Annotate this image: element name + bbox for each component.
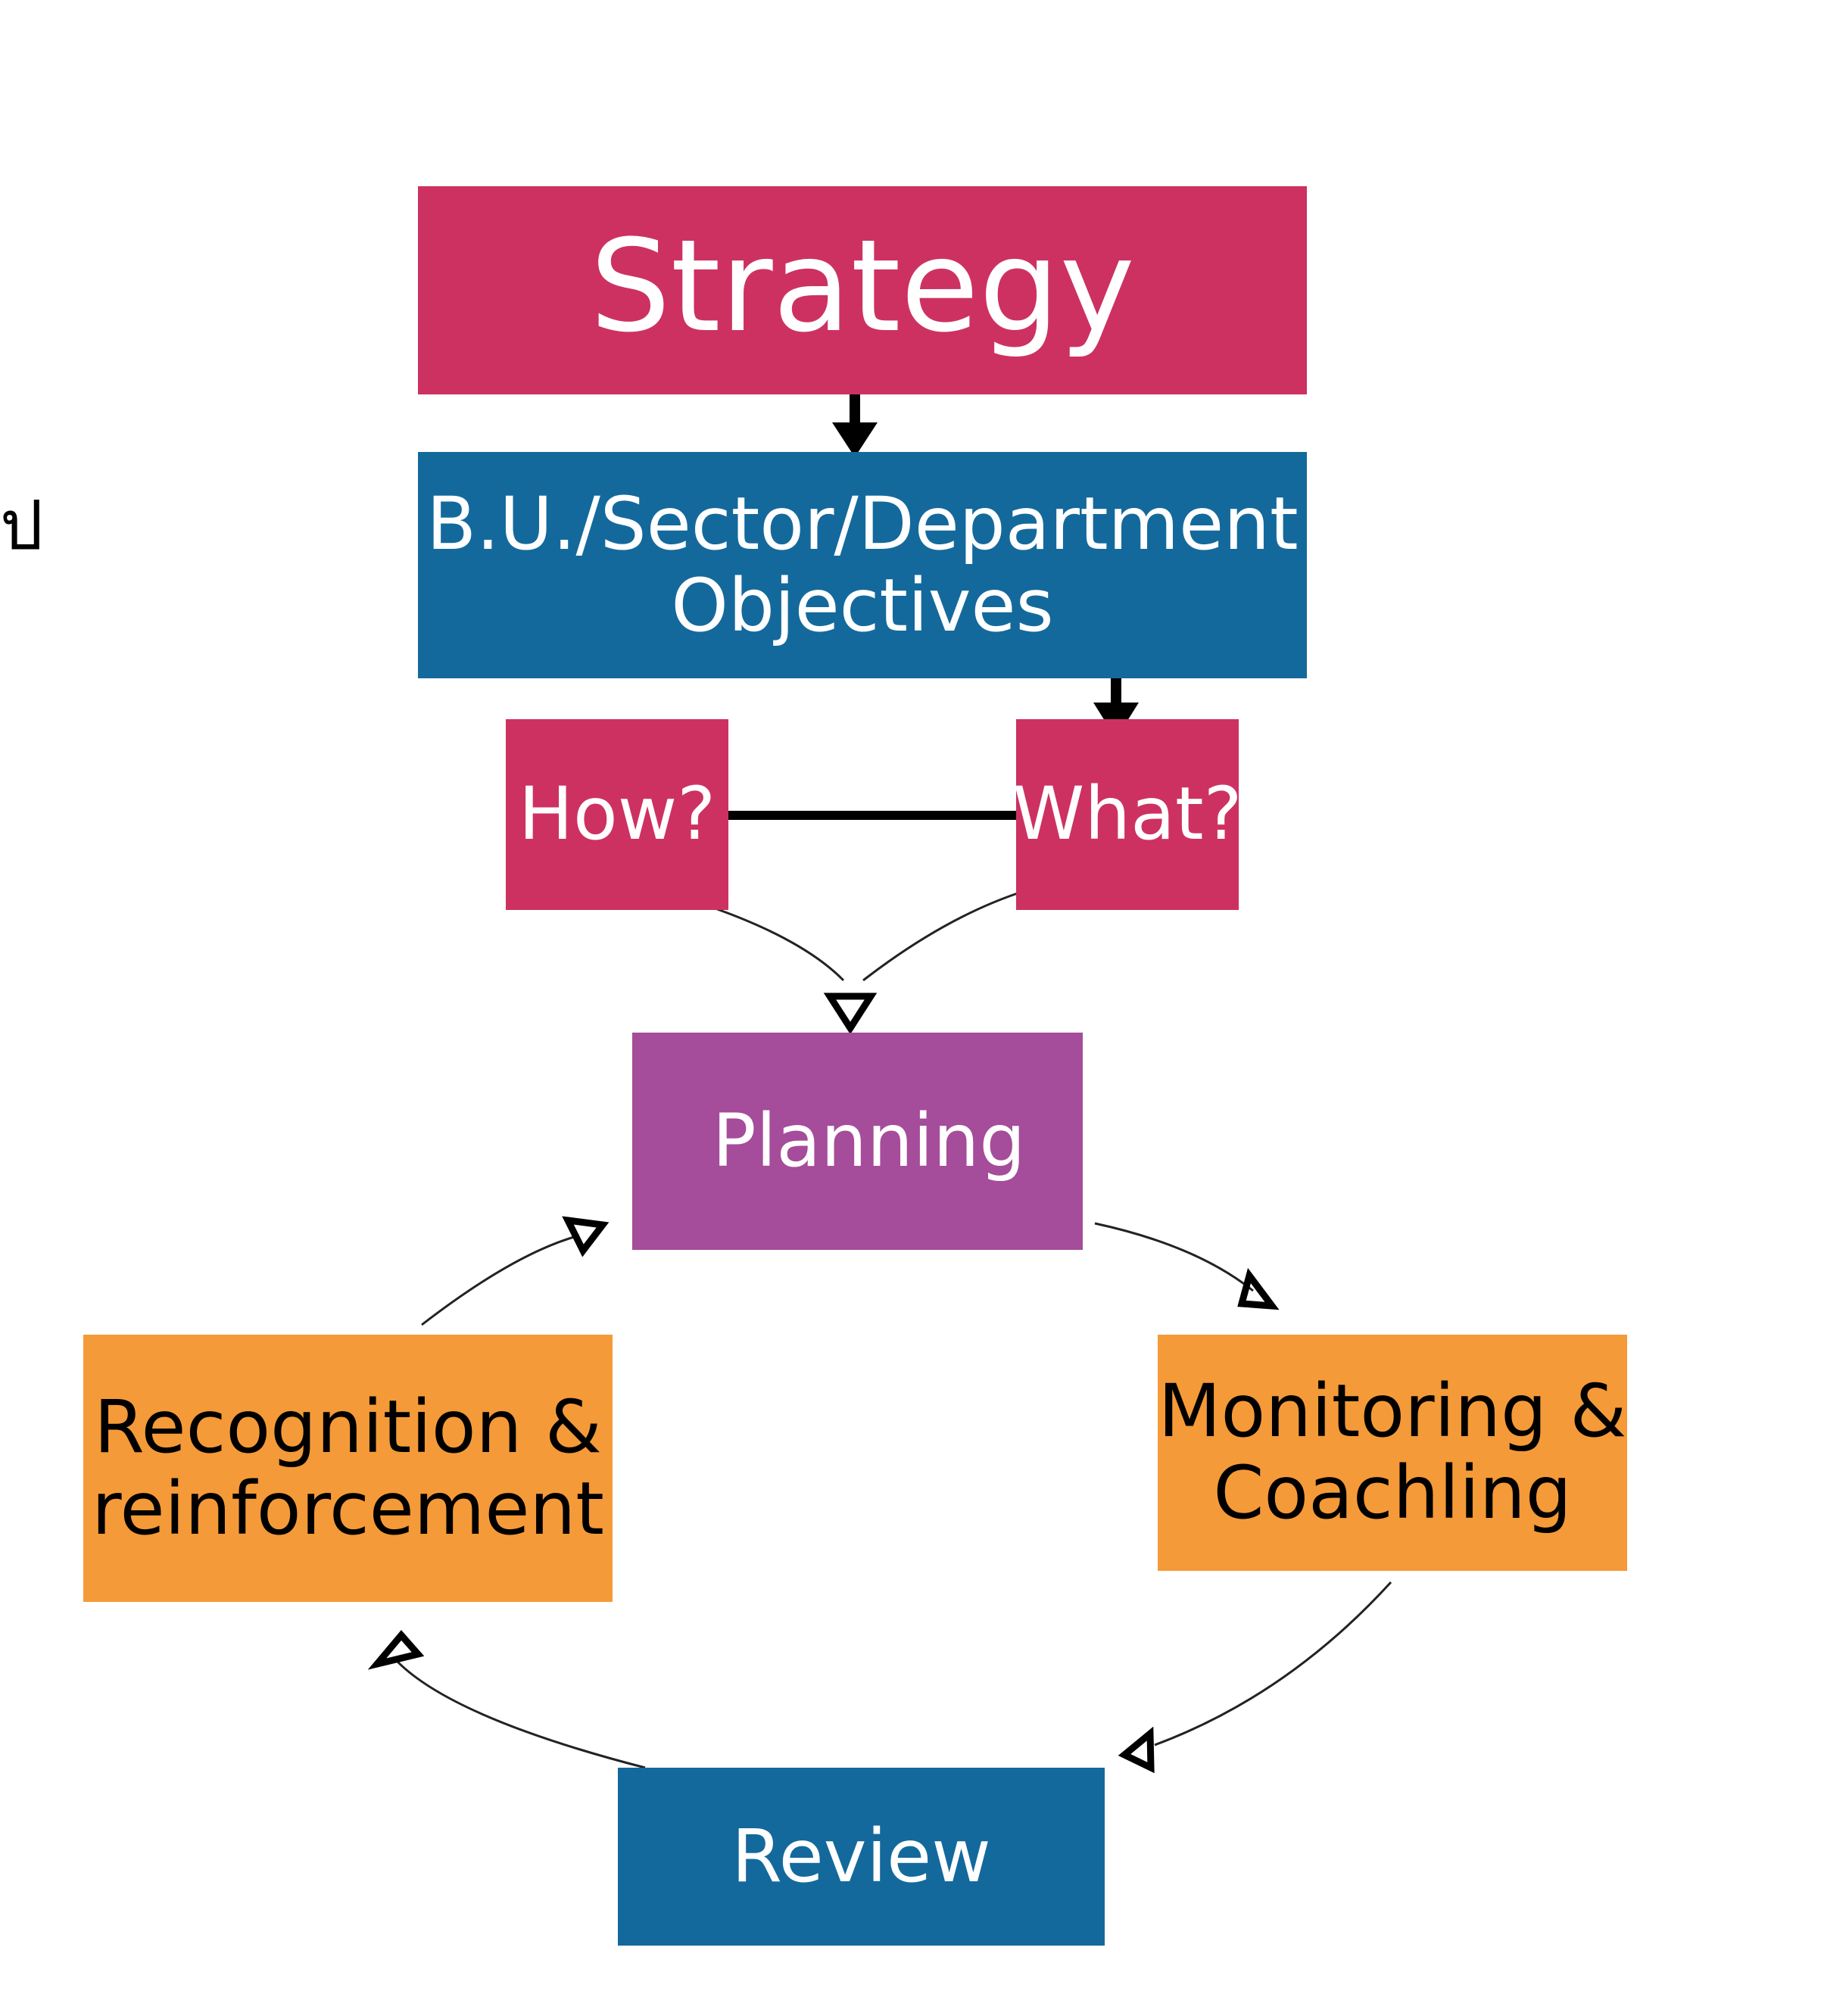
monitoring-label-line-1: Monitoring & <box>1158 1369 1627 1454</box>
arrowhead-strategy-to-objectives <box>832 422 878 457</box>
objectives-label-line-1: B.U./Sector/Department <box>426 481 1299 566</box>
arrowhead-into-planning <box>823 992 878 1035</box>
planning-label: Planning <box>712 1098 1026 1183</box>
what-box: What? <box>1012 719 1243 910</box>
recognition-label-line-2: reinforcement <box>92 1466 604 1551</box>
objectives-box: B.U./Sector/Department Objectives <box>418 452 1307 678</box>
strategy-label: Strategy <box>590 212 1135 361</box>
recognition-box: Recognition & reinforcement <box>83 1335 613 1602</box>
edge-what-to-planning <box>862 890 1025 982</box>
edge-mark-text: ป <box>0 486 44 566</box>
arrowhead-into-planning-from-recognition <box>562 1216 610 1257</box>
planning-box: Planning <box>632 1033 1083 1250</box>
review-label: Review <box>731 1813 991 1899</box>
arrowhead-into-recognition <box>367 1630 425 1670</box>
how-label: How? <box>518 771 716 857</box>
edge-review-to-recognition <box>396 1660 646 1769</box>
strategy-box: Strategy <box>418 186 1307 394</box>
what-label: What? <box>1012 771 1243 857</box>
arrowhead-into-review <box>1118 1726 1155 1774</box>
recognition-label-line-1: Recognition & <box>94 1384 602 1469</box>
edge-planning-to-monitoring <box>1094 1222 1254 1292</box>
how-box: How? <box>506 719 728 910</box>
arrowhead-into-monitoring <box>1237 1267 1280 1310</box>
objectives-label-line-2: Objectives <box>671 562 1054 648</box>
monitoring-box: Monitoring & Coachling <box>1158 1335 1627 1571</box>
monitoring-label-line-2: Coachling <box>1213 1450 1572 1535</box>
edge-recognition-to-planning <box>421 1234 580 1326</box>
review-box: Review <box>618 1768 1105 1946</box>
edge-monitoring-to-review <box>1154 1581 1392 1746</box>
edge-how-to-planning <box>708 905 845 982</box>
